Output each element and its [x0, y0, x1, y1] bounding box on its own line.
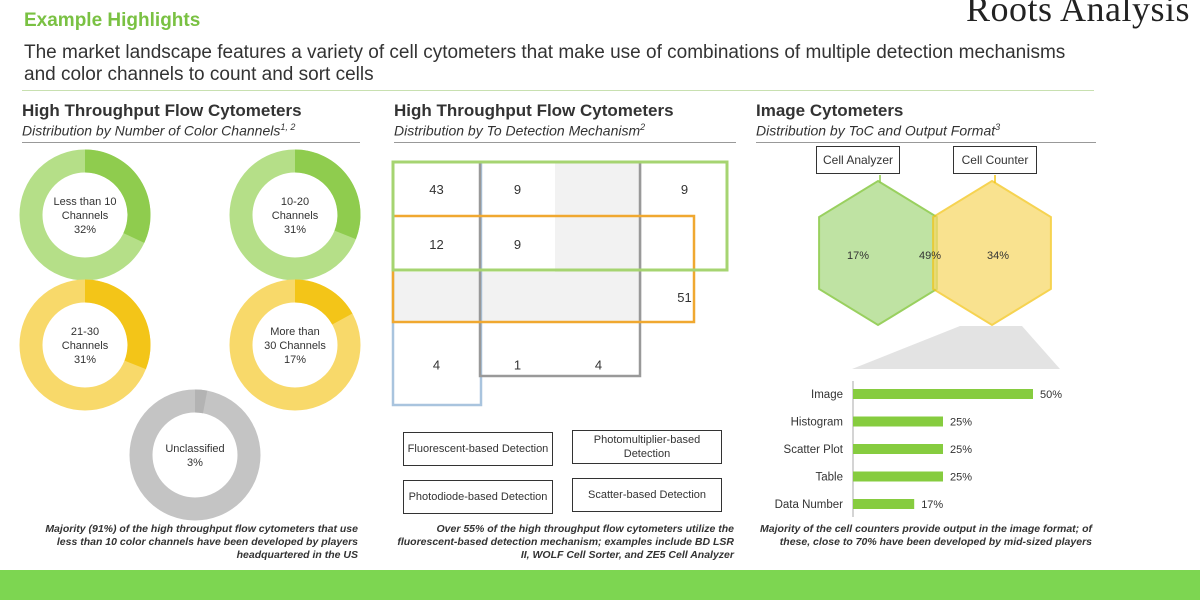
- legend-scatter: Scatter-based Detection: [572, 478, 722, 512]
- bar-category-label: Scatter Plot: [784, 444, 844, 456]
- grid-cell-value: 9: [514, 182, 521, 197]
- grid-cell-value: 43: [429, 182, 443, 197]
- donut-label: 31%: [74, 354, 96, 366]
- section-3-title: Image Cytometers: [756, 101, 904, 120]
- bar: [853, 499, 915, 509]
- section-2-subtitle: Distribution by To Detection Mechanism2: [394, 122, 645, 139]
- venn-tag-cell-analyzer-label: Cell Analyzer: [822, 153, 894, 167]
- section-1-note: Majority (91%) of the high throughput fl…: [45, 523, 358, 561]
- grid-cell-value: 12: [429, 237, 443, 252]
- header-label: Example Highlights: [24, 10, 201, 31]
- bar-category-label: Table: [816, 472, 844, 484]
- donut-label: Channels: [62, 210, 109, 222]
- grid-cell-value: 1: [514, 358, 521, 373]
- section-3-subtitle-text: Distribution by ToC and Output Format: [756, 122, 996, 139]
- section-3-rule: [756, 142, 1096, 143]
- image-cytometer-chart: 17% 49% 34% Image 50% Histogram 25% Scatter Plo…: [775, 175, 1062, 517]
- venn-right-value: 34%: [987, 250, 1009, 262]
- venn-tag-cell-counter: Cell Counter: [953, 146, 1037, 174]
- section-3-subtitle: Distribution by ToC and Output Format3: [756, 122, 1000, 139]
- donut-track: [129, 389, 261, 521]
- bar: [853, 416, 943, 427]
- legend-fluorescent: Fluorescent-based Detection: [403, 432, 553, 466]
- legend-photodiode: Photodiode-based Detection: [403, 480, 553, 514]
- bar-value-label: 25%: [950, 444, 972, 456]
- bar-category-label: Data Number: [775, 499, 844, 511]
- section-1-rule: [22, 142, 360, 143]
- donut-label: Less than 10: [54, 196, 117, 208]
- donut-slice: [294, 279, 353, 326]
- header-divider: [22, 90, 1094, 91]
- grid-cell-value: 4: [433, 358, 440, 373]
- legend-fluorescent-label: Fluorescent-based Detection: [407, 443, 549, 455]
- bar-value-label: 25%: [950, 417, 972, 429]
- venn-overlap-value: 49%: [919, 250, 941, 262]
- donut-label: Unclassified: [165, 443, 224, 455]
- donut-label: Channels: [272, 210, 319, 222]
- venn-hex-cell-counter: [932, 179, 1052, 327]
- grid-cell-value: 51: [677, 290, 691, 305]
- section-2-rule: [394, 142, 736, 143]
- fluorescent-region: [391, 160, 729, 272]
- donut-label: More than: [270, 326, 320, 338]
- donut-4: More than 30 Channels 17%: [229, 279, 361, 411]
- donut-label: 32%: [74, 224, 96, 236]
- donut-1: Less than 10 Channels 32%: [19, 149, 151, 281]
- detection-overlap-grid: 43 9 9 12 9 51 4 1 4: [391, 160, 729, 407]
- section-1-subtitle-sup: 1, 2: [280, 122, 296, 132]
- donut-label: 30 Channels: [264, 340, 326, 352]
- grid-cell-value: 9: [681, 182, 688, 197]
- donut-label: 17%: [284, 354, 306, 366]
- donut-slice: [84, 279, 151, 370]
- donut-label: 21-30: [71, 326, 99, 338]
- page-subtitle: The market landscape features a variety …: [24, 42, 1066, 85]
- legend-scatter-label: Scatter-based Detection: [587, 489, 706, 501]
- section-2-subtitle-sup: 2: [640, 122, 646, 132]
- legend-photodiode-label: Photodiode-based Detection: [408, 491, 548, 503]
- bar-value-label: 17%: [921, 499, 943, 511]
- bar-value-label: 50%: [1040, 389, 1062, 401]
- bar-category-label: Histogram: [791, 417, 843, 429]
- donut-5: Unclassified 3%: [129, 389, 261, 521]
- legend-photomultiplier-label: Photomultiplier-based Detection: [593, 434, 701, 460]
- venn-left-value: 17%: [847, 250, 869, 262]
- section-1-subtitle-text: Distribution by Number of Color Channels: [22, 122, 281, 139]
- logo: Roots Analysis: [965, 0, 1190, 29]
- donut-label: 10-20: [281, 196, 309, 208]
- bar: [853, 444, 943, 454]
- grid-cell-value: 9: [514, 237, 521, 252]
- donut-label: 31%: [284, 224, 306, 236]
- grid-cell-value: 4: [595, 358, 602, 373]
- bar-category-label: Image: [811, 389, 843, 401]
- donut-label: 3%: [187, 457, 203, 469]
- legend-photomultiplier: Photomultiplier-based Detection: [572, 430, 722, 464]
- donut-slice: [194, 389, 208, 414]
- footer-band: [0, 570, 1200, 600]
- section-3-note: Majority of the cell counters provide ou…: [760, 523, 1092, 548]
- section-3-subtitle-sup: 3: [995, 122, 1001, 132]
- bar: [853, 389, 1033, 399]
- donut-slice: [294, 149, 361, 240]
- donut-slice: [84, 149, 151, 243]
- donut-label: Channels: [62, 340, 109, 352]
- donut-charts: Less than 10Channels32%10-20Channels31%2…: [19, 149, 361, 521]
- section-2-title: High Throughput Flow Cytometers: [394, 101, 674, 120]
- venn-funnel: [852, 326, 1060, 369]
- venn-tag-cell-counter-label: Cell Counter: [961, 153, 1029, 167]
- section-2-subtitle-text: Distribution by To Detection Mechanism: [394, 122, 641, 139]
- section-1-title: High Throughput Flow Cytometers: [22, 101, 302, 120]
- section-2-note: Over 55% of the high throughput flow cyt…: [397, 523, 734, 561]
- venn-tag-cell-analyzer: Cell Analyzer: [816, 146, 900, 174]
- bar-value-label: 25%: [950, 472, 972, 484]
- bar: [853, 471, 943, 482]
- section-1-subtitle: Distribution by Number of Color Channels…: [22, 122, 295, 139]
- grid-shade-row: [393, 272, 642, 322]
